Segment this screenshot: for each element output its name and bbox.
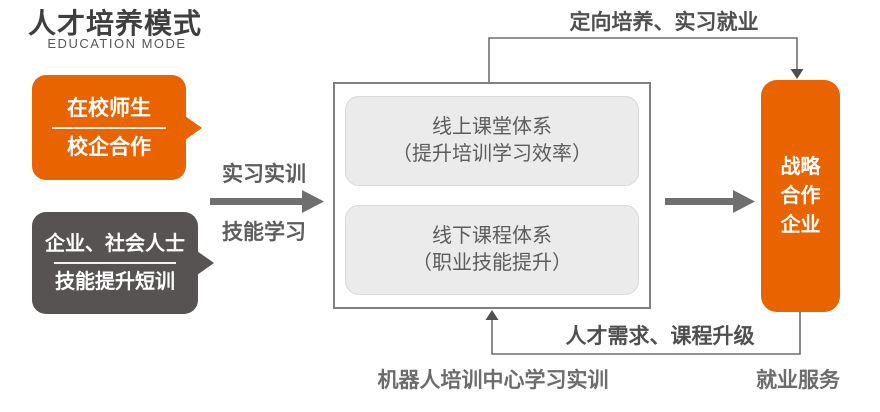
bubble-line: 在校师生 bbox=[67, 96, 151, 120]
flow-label-bottom: 人才需求、课程升级 bbox=[565, 325, 755, 348]
flow-label-top: 定向培养、实习就业 bbox=[569, 11, 759, 34]
strategic-partner-box: 战略 合作 企业 bbox=[761, 80, 840, 312]
bubble-line: 校企合作 bbox=[67, 135, 151, 159]
bubble-line: 企业、社会人士 bbox=[45, 233, 185, 255]
caption-training-center: 机器人培训中心学习实训 bbox=[377, 369, 609, 392]
arrowhead-down-icon bbox=[790, 69, 804, 79]
mid-arrow-label-bottom: 技能学习 bbox=[222, 221, 306, 244]
course-title: 线下课程体系 bbox=[432, 225, 552, 247]
training-center-box: 线上课堂体系 （提升培训学习效率） 线下课程体系 （职业技能提升） bbox=[333, 82, 651, 309]
bubble-tail-icon bbox=[185, 115, 202, 140]
bubble-school-staff: 在校师生 校企合作 bbox=[32, 75, 202, 180]
caption-employment-service: 就业服务 bbox=[756, 369, 840, 392]
arrowhead-up-icon bbox=[485, 310, 499, 320]
partner-line: 合作 bbox=[780, 184, 821, 207]
page-title: 人才培养模式 bbox=[28, 8, 203, 39]
arrowhead-right-icon bbox=[733, 190, 755, 213]
course-title: 线上课堂体系 bbox=[432, 116, 552, 138]
bubble-line: 技能提升短训 bbox=[55, 271, 175, 293]
bubble-enterprise-public: 企业、社会人士 技能提升短训 bbox=[32, 212, 214, 314]
divider bbox=[52, 126, 166, 129]
thick-arrow-shaft-right bbox=[665, 198, 733, 205]
partner-line: 战略 bbox=[780, 155, 821, 178]
arrowhead-right-icon bbox=[302, 190, 324, 213]
course-subtitle: （提升培训学习效率） bbox=[392, 143, 592, 165]
course-offline: 线下课程体系 （职业技能提升） bbox=[345, 205, 639, 295]
top-loop-line bbox=[488, 37, 798, 82]
thick-arrow-shaft-left bbox=[210, 198, 302, 205]
course-online: 线上课堂体系 （提升培训学习效率） bbox=[345, 96, 639, 186]
partner-line: 企业 bbox=[780, 213, 821, 236]
page-subtitle: EDUCATION MODE bbox=[47, 36, 187, 51]
divider bbox=[53, 262, 177, 264]
bubble-tail-icon bbox=[197, 251, 214, 275]
course-subtitle: （职业技能提升） bbox=[412, 252, 572, 274]
mid-arrow-label-top: 实习实训 bbox=[222, 163, 306, 186]
